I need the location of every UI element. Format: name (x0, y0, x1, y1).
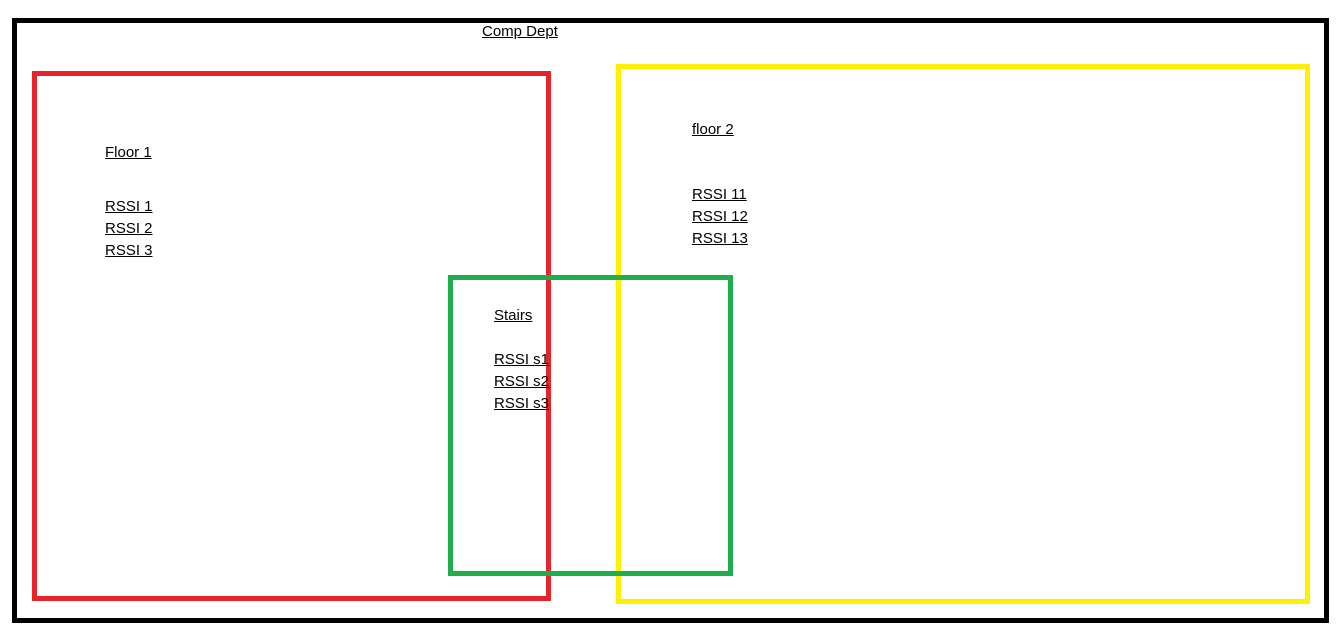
stairs-rssi-item: RSSI s3 (494, 395, 550, 412)
floor1-rssi-item: RSSI 3 (105, 242, 153, 259)
floor1-label: Floor 1 (105, 144, 152, 161)
floor2-zone (616, 64, 1310, 604)
floor2-label: floor 2 (692, 121, 734, 138)
stairs-rssi-item: RSSI s1 (494, 351, 550, 368)
floor2-rssi-item: RSSI 12 (692, 208, 748, 225)
diagram-title: Comp Dept (482, 23, 558, 40)
floor1-rssi-item: RSSI 2 (105, 220, 153, 237)
department-boundary (12, 18, 1329, 623)
floor1-rssi-list: RSSI 1 RSSI 2 RSSI 3 (105, 196, 153, 262)
stairs-zone (448, 275, 733, 576)
stairs-rssi-item: RSSI s2 (494, 373, 550, 390)
floor2-rssi-list: RSSI 11 RSSI 12 RSSI 13 (692, 184, 748, 250)
floor1-rssi-item: RSSI 1 (105, 198, 153, 215)
floor2-rssi-item: RSSI 13 (692, 230, 748, 247)
stairs-rssi-list: RSSI s1 RSSI s2 RSSI s3 (494, 349, 549, 415)
floor2-rssi-item: RSSI 11 (692, 186, 747, 203)
floor1-zone (32, 71, 551, 601)
stairs-label: Stairs (494, 307, 533, 324)
